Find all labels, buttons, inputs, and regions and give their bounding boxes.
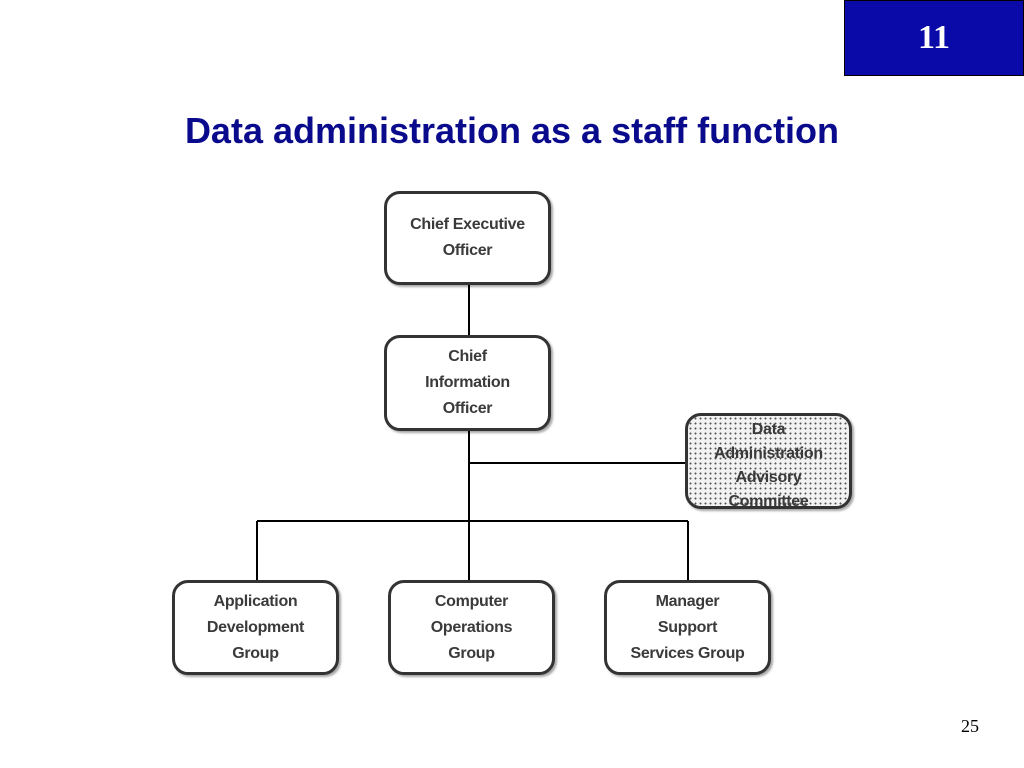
- computer-ops-group-box: Computer Operations Group: [388, 580, 555, 675]
- ceo-label: Chief Executive Officer: [410, 216, 525, 259]
- mgr-support-group-label: Manager Support Services Group: [630, 592, 745, 662]
- cio-box: Chief Information Officer: [384, 335, 551, 431]
- ceo-box: Chief Executive Officer: [384, 191, 551, 285]
- page-number: 25: [961, 716, 979, 736]
- app-dev-group-label: Application Development Group: [206, 592, 305, 662]
- mgr-support-group-box: Manager Support Services Group: [604, 580, 771, 675]
- data-admin-advisory-committee-box: Data Administration Advisory Committee: [685, 413, 852, 509]
- cio-label: Chief Information Officer: [425, 348, 510, 417]
- app-dev-group-box: Application Development Group: [172, 580, 339, 675]
- chapter-number: 11: [917, 19, 951, 56]
- slide-title: Data administration as a staff function: [184, 110, 840, 151]
- computer-ops-group-label: Computer Operations Group: [430, 592, 513, 662]
- advisory-committee-label: Data Administration Advisory Committee: [714, 421, 823, 509]
- chapter-number-badge: 11: [844, 0, 1024, 76]
